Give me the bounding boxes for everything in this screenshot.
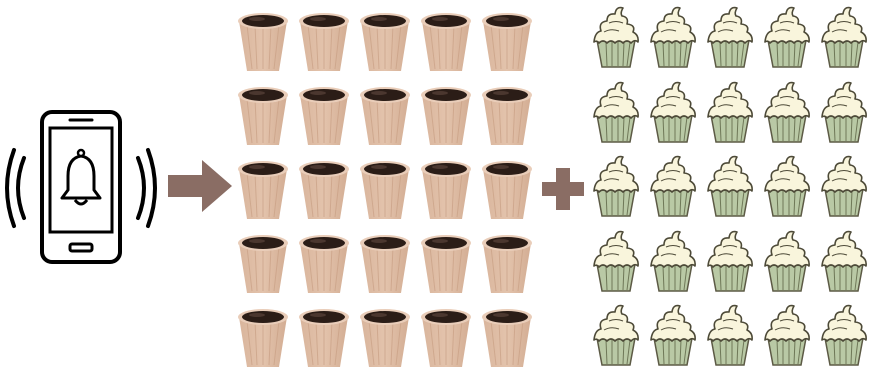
cupcake-icon xyxy=(702,149,759,224)
coffee-cup-icon xyxy=(415,300,476,374)
coffee-cup-icon xyxy=(293,300,354,374)
coffee-cup-icon xyxy=(293,226,354,300)
plus-icon xyxy=(538,164,588,214)
coffee-cup-icon xyxy=(476,152,537,226)
coffee-cup-icon xyxy=(232,4,293,78)
cupcake-icon xyxy=(758,149,815,224)
cupcake-icon xyxy=(815,224,869,299)
coffee-cup-icon xyxy=(415,152,476,226)
cupcake-icon xyxy=(702,0,759,75)
cupcake-icon xyxy=(815,0,869,75)
cupcake-icon xyxy=(702,224,759,299)
cupcake-icon xyxy=(645,298,702,373)
coffee-cup-icon xyxy=(293,152,354,226)
coffee-cup-icon xyxy=(415,226,476,300)
coffee-cup-icon xyxy=(354,4,415,78)
cupcake-icon xyxy=(702,75,759,150)
cupcake-icon xyxy=(645,75,702,150)
coffee-cups-grid xyxy=(232,4,537,374)
cupcake-icon xyxy=(588,75,645,150)
cupcake-icon xyxy=(645,149,702,224)
cupcake-icon xyxy=(588,0,645,75)
cupcake-icon xyxy=(815,149,869,224)
cupcakes-grid xyxy=(588,0,869,373)
coffee-cup-icon xyxy=(476,4,537,78)
coffee-cup-icon xyxy=(293,4,354,78)
cupcake-icon xyxy=(758,298,815,373)
cupcake-icon xyxy=(815,75,869,150)
cupcake-icon xyxy=(588,298,645,373)
coffee-cup-icon xyxy=(232,152,293,226)
coffee-cup-icon xyxy=(415,4,476,78)
coffee-cup-icon xyxy=(415,78,476,152)
coffee-cup-icon xyxy=(232,226,293,300)
cupcake-icon xyxy=(645,0,702,75)
cupcake-icon xyxy=(702,298,759,373)
cupcake-icon xyxy=(645,224,702,299)
cupcake-icon xyxy=(758,224,815,299)
cupcake-icon xyxy=(588,224,645,299)
coffee-cup-icon xyxy=(232,78,293,152)
coffee-cup-icon xyxy=(232,300,293,374)
coffee-cup-icon xyxy=(476,226,537,300)
coffee-cup-icon xyxy=(354,78,415,152)
coffee-cup-icon xyxy=(354,152,415,226)
coffee-cup-icon xyxy=(293,78,354,152)
arrow-right-icon xyxy=(166,158,234,214)
coffee-cup-icon xyxy=(354,300,415,374)
cupcake-icon xyxy=(758,75,815,150)
coffee-cup-icon xyxy=(476,300,537,374)
ringing-phone-icon xyxy=(4,108,158,268)
coffee-cup-icon xyxy=(476,78,537,152)
cupcake-icon xyxy=(815,298,869,373)
cupcake-icon xyxy=(758,0,815,75)
coffee-cup-icon xyxy=(354,226,415,300)
cupcake-icon xyxy=(588,149,645,224)
